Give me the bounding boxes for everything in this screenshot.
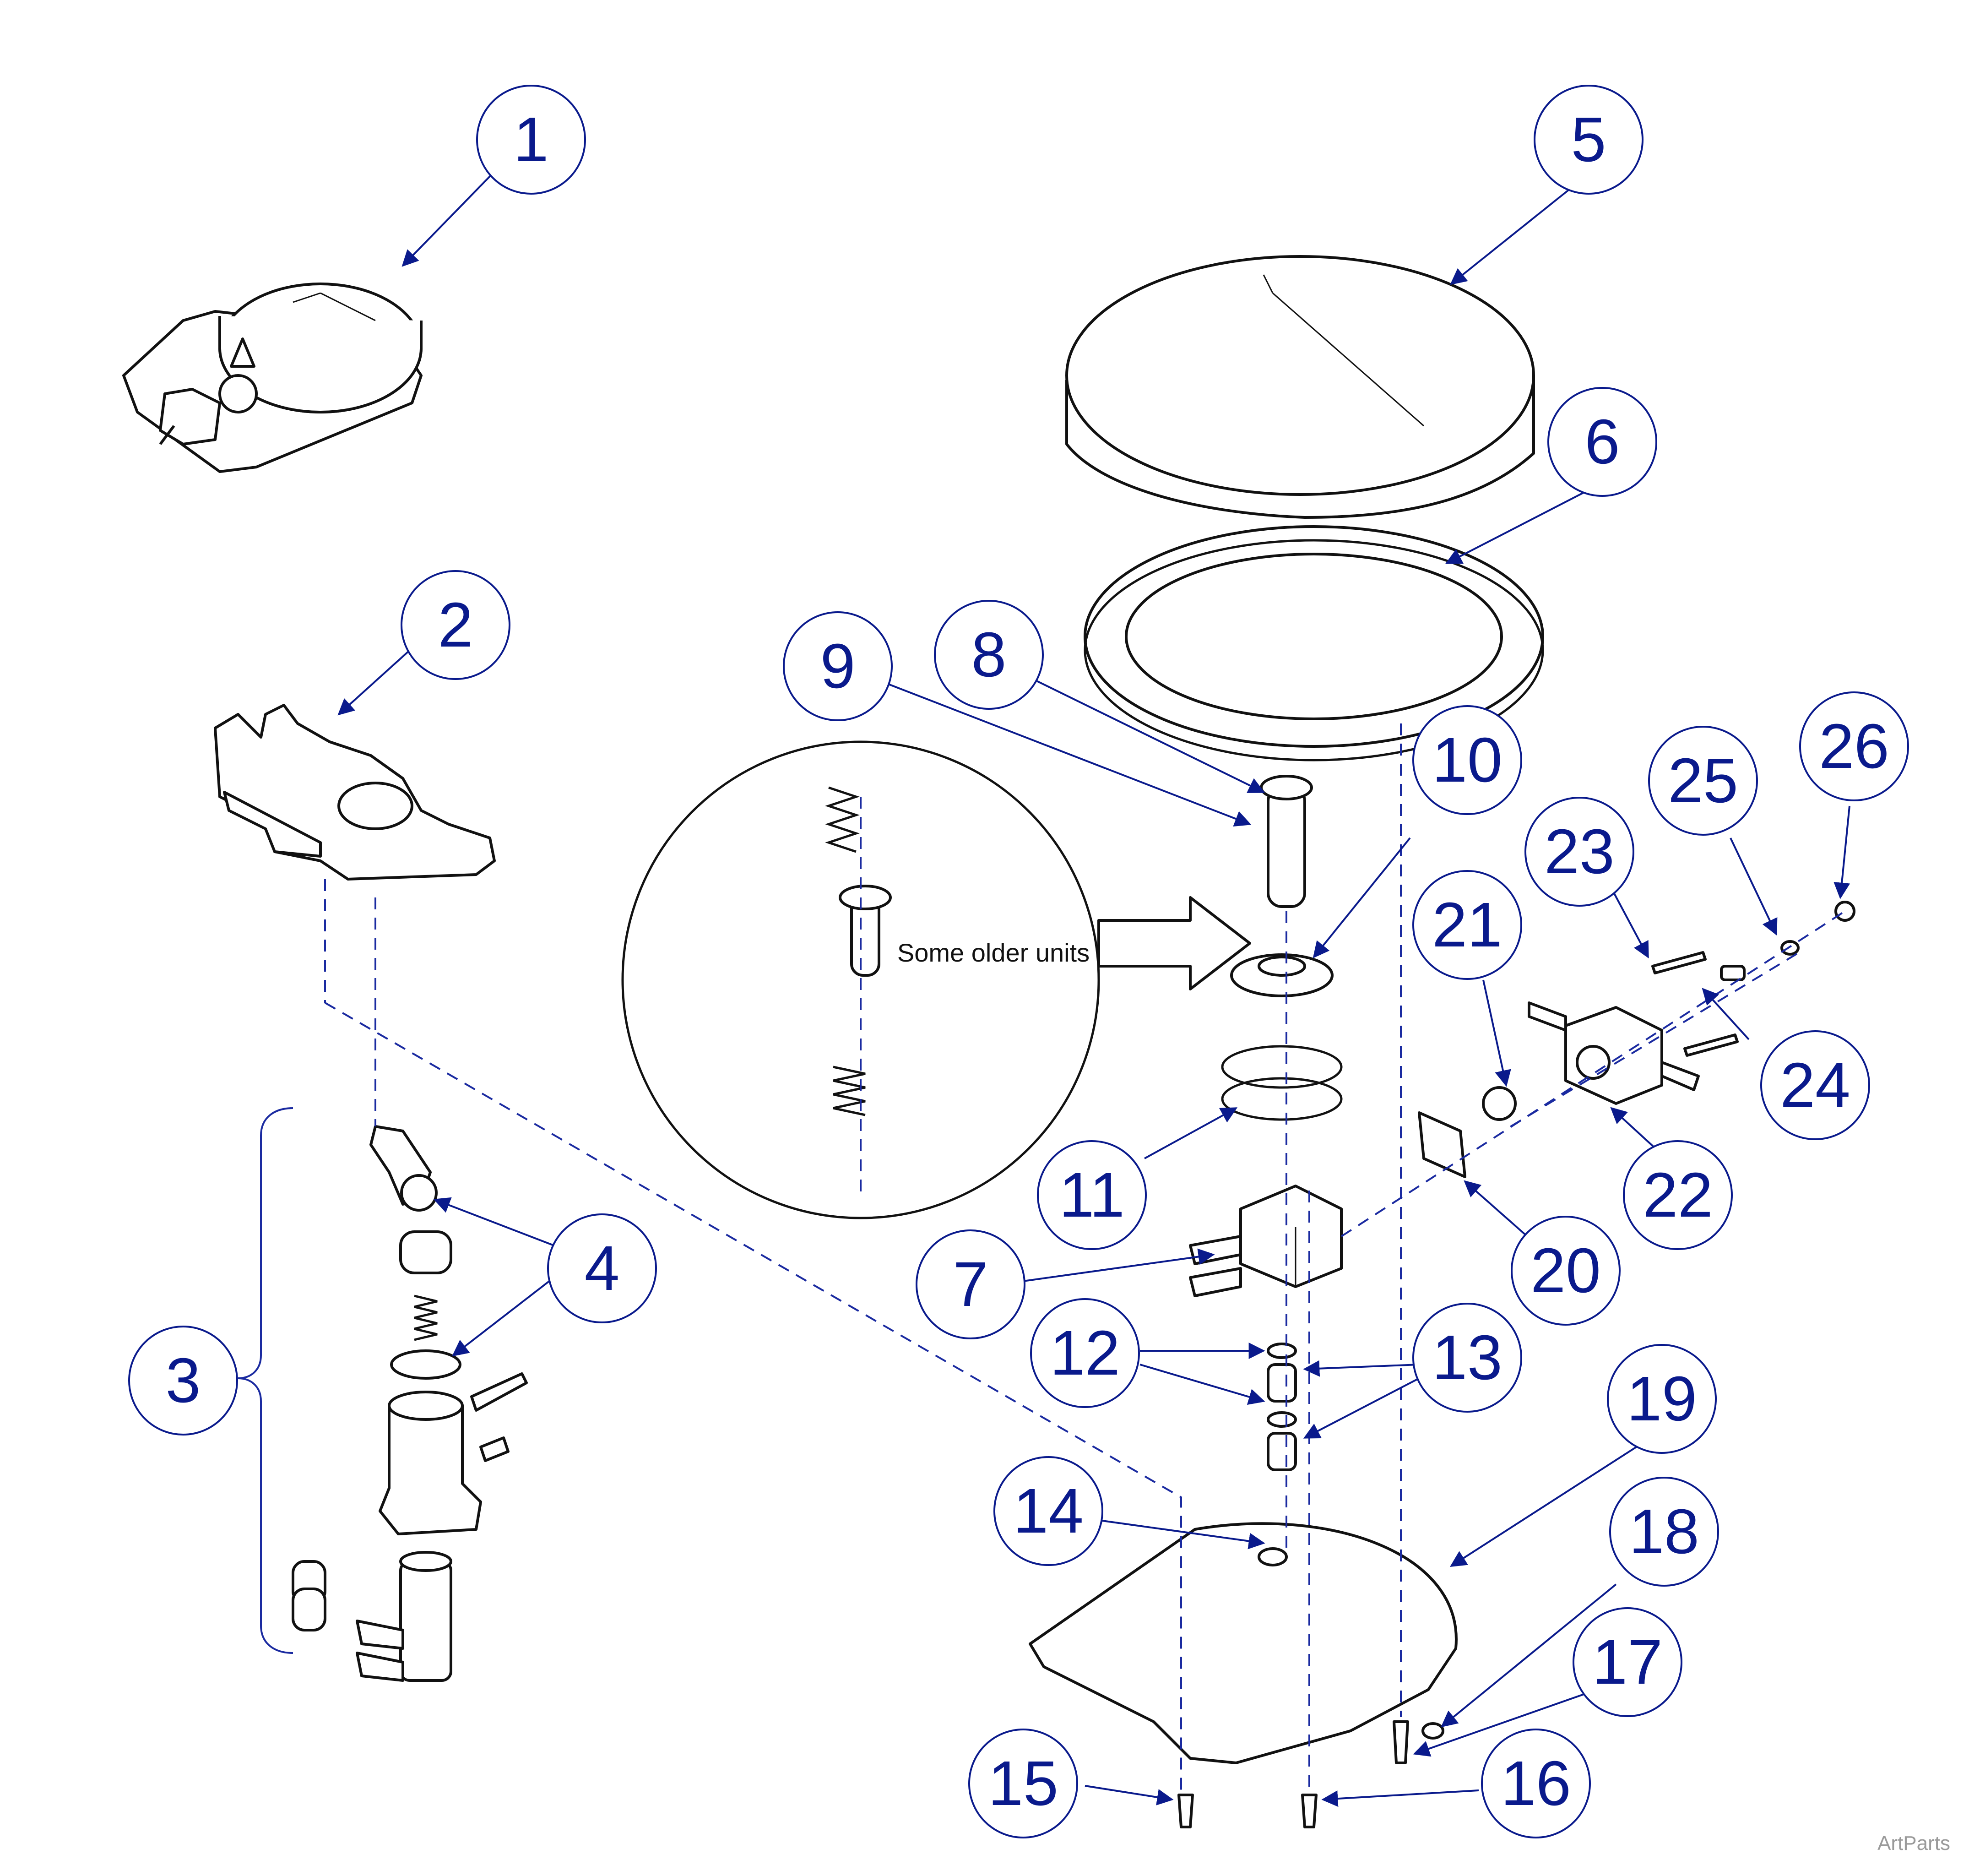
part-3-valve-assembly — [292, 1125, 528, 1682]
part-5-cover — [1065, 255, 1535, 519]
item-3-bracket — [238, 1107, 293, 1654]
callout-label: 12 — [1050, 1318, 1120, 1388]
assembly-guide-lines — [324, 723, 1846, 1790]
part-6-ring — [1084, 525, 1544, 761]
callout-19: 19 — [1607, 1344, 1717, 1454]
callout-22: 22 — [1623, 1140, 1733, 1250]
callout-label: 23 — [1544, 816, 1615, 887]
callout-18: 18 — [1609, 1477, 1719, 1587]
part-1-foot-control-assembly — [122, 283, 423, 473]
callout-label: 7 — [953, 1249, 988, 1320]
part-19-base-plate — [1029, 1522, 1458, 1764]
callout-label: 26 — [1819, 711, 1889, 782]
callout-label: 1 — [514, 104, 549, 175]
callout-10: 10 — [1412, 705, 1522, 815]
callout-label: 17 — [1592, 1627, 1663, 1697]
callout-label: 5 — [1571, 104, 1606, 175]
inset-note-label: Some older units — [897, 938, 1090, 967]
callout-6: 6 — [1547, 387, 1657, 497]
part-2-housing — [214, 704, 496, 881]
callout-label: 2 — [438, 590, 473, 660]
watermark-text: ArtParts — [1877, 1832, 1950, 1854]
part-11-spring — [1221, 1045, 1343, 1121]
callout-2: 2 — [401, 570, 510, 680]
callout-26: 26 — [1799, 691, 1909, 801]
callout-15: 15 — [968, 1729, 1078, 1838]
callout-1: 1 — [476, 85, 586, 195]
callout-label: 18 — [1629, 1496, 1699, 1567]
part-10-seat — [1230, 953, 1334, 997]
callout-label: 11 — [1059, 1160, 1124, 1230]
callout-leaders — [337, 173, 1850, 1807]
callout-label: 9 — [820, 631, 856, 701]
callout-3: 3 — [128, 1326, 238, 1436]
callout-label: 10 — [1432, 725, 1503, 795]
callout-23: 23 — [1524, 797, 1634, 907]
callout-20: 20 — [1511, 1216, 1621, 1326]
callout-label: 21 — [1432, 890, 1503, 960]
callout-8: 8 — [934, 600, 1044, 710]
callout-13: 13 — [1412, 1303, 1522, 1413]
callout-4: 4 — [547, 1213, 657, 1323]
callout-label: 25 — [1668, 745, 1738, 816]
callout-14: 14 — [993, 1456, 1103, 1566]
callout-21: 21 — [1412, 870, 1522, 980]
callout-label: 22 — [1643, 1160, 1713, 1230]
callout-17: 17 — [1573, 1607, 1682, 1717]
callout-24: 24 — [1760, 1030, 1870, 1140]
callout-label: 15 — [988, 1748, 1058, 1819]
callout-label: 6 — [1585, 407, 1620, 477]
callout-25: 25 — [1648, 726, 1758, 836]
callout-label: 14 — [1013, 1476, 1084, 1546]
part-12-13-cartridges — [1267, 1343, 1297, 1471]
callout-label: 8 — [971, 620, 1007, 690]
callout-9: 9 — [783, 611, 893, 721]
callout-5: 5 — [1534, 85, 1644, 195]
callout-label: 4 — [585, 1233, 620, 1304]
callout-11: 11 — [1037, 1140, 1147, 1250]
callout-7: 7 — [916, 1229, 1025, 1339]
part-21-22-valve-body — [1482, 1001, 1700, 1121]
part-15-18-fasteners — [1177, 1720, 1444, 1828]
part-23-screws — [1651, 951, 1739, 1057]
callout-label: 24 — [1780, 1050, 1850, 1120]
part-8-stem — [1260, 775, 1313, 908]
part-24-26-fittings — [1720, 901, 1855, 981]
callout-16: 16 — [1481, 1729, 1591, 1838]
part-20-filter — [1418, 1111, 1466, 1178]
callout-label: 3 — [166, 1345, 201, 1416]
callout-label: 20 — [1530, 1235, 1601, 1306]
part-7-valve-block — [1189, 1185, 1343, 1297]
inset-older-units: Some older units — [621, 740, 1251, 1219]
callout-label: 16 — [1501, 1748, 1571, 1819]
callout-12: 12 — [1030, 1298, 1140, 1408]
callout-label: 13 — [1432, 1322, 1503, 1393]
callout-label: 19 — [1627, 1364, 1697, 1434]
